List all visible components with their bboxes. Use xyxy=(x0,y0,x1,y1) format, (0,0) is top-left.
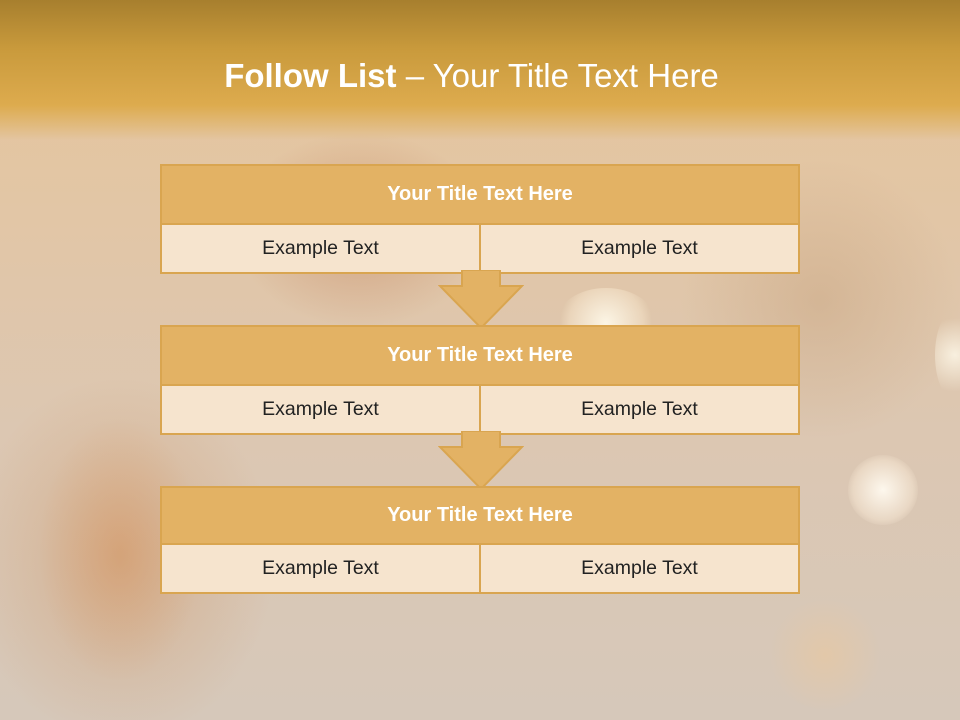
block-title: Your Title Text Here xyxy=(162,166,798,225)
block-cell-left: Example Text xyxy=(162,225,479,272)
block-cell-right: Example Text xyxy=(479,386,798,433)
bokeh-light xyxy=(935,310,960,400)
bokeh-light xyxy=(770,600,880,710)
block-cell-right: Example Text xyxy=(479,545,798,592)
block-title: Your Title Text Here xyxy=(162,488,798,545)
down-arrow-icon xyxy=(438,270,524,330)
flow-block-3: Your Title Text Here Example Text Exampl… xyxy=(160,486,800,594)
bokeh-light xyxy=(848,455,918,525)
title-rest: – Your Title Text Here xyxy=(396,57,719,94)
block-row: Example Text Example Text xyxy=(162,386,798,433)
block-cell-left: Example Text xyxy=(162,386,479,433)
flow-block-1: Your Title Text Here Example Text Exampl… xyxy=(160,164,800,274)
block-row: Example Text Example Text xyxy=(162,225,798,272)
block-row: Example Text Example Text xyxy=(162,545,798,592)
block-cell-left: Example Text xyxy=(162,545,479,592)
page-title: Follow List – Your Title Text Here xyxy=(0,54,943,98)
header-band xyxy=(0,0,960,140)
title-bold: Follow List xyxy=(224,57,397,94)
flow-block-2: Your Title Text Here Example Text Exampl… xyxy=(160,325,800,435)
block-cell-right: Example Text xyxy=(479,225,798,272)
down-arrow-icon xyxy=(438,431,524,491)
block-title: Your Title Text Here xyxy=(162,327,798,386)
